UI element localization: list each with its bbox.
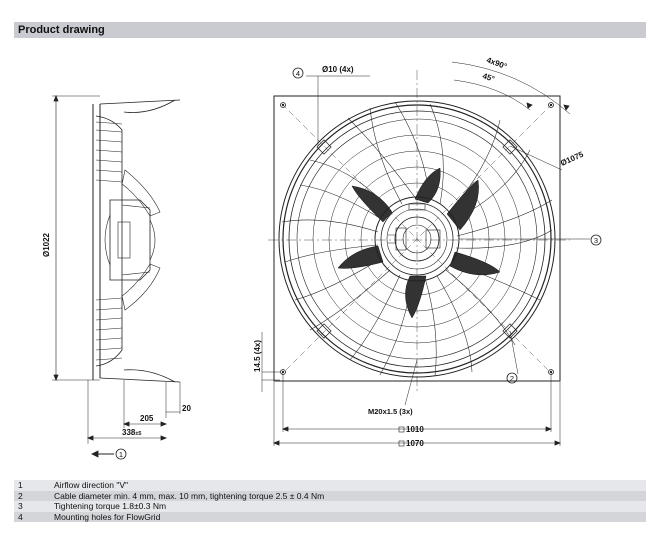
callout-1: 1 — [119, 450, 123, 459]
front-view — [261, 61, 590, 446]
legend-num: 4 — [18, 511, 23, 522]
side-view — [52, 94, 181, 458]
product-drawing: Ø1022 205 20 338±5 Ø10 (4x) 4x90° 45° Ø1… — [42, 55, 602, 460]
callout-2: 2 — [510, 374, 514, 383]
dim-diameter-1022: Ø1022 — [42, 232, 51, 257]
dim-338: 338±5 — [122, 428, 141, 437]
callout-4: 4 — [296, 69, 300, 78]
callout-2-circle — [506, 372, 518, 384]
dim-slots: 14.5 (4x) — [253, 340, 262, 372]
dim-20: 20 — [182, 404, 191, 413]
legend-num: 3 — [18, 501, 23, 511]
legend-num: 2 — [18, 490, 23, 501]
dim-angle-90: 4x90° — [485, 55, 508, 71]
callout-3-circle — [590, 234, 602, 246]
callout-1-circle — [115, 448, 127, 460]
dim-1010: 1010 — [406, 425, 424, 434]
legend-row: 4 Mounting holes for FlowGrid — [14, 511, 646, 522]
dim-angle-45: 45° — [481, 71, 495, 83]
legend-row: 2 Cable diameter min. 4 mm, max. 10 mm, … — [14, 490, 646, 501]
section-title: Product drawing — [18, 24, 105, 36]
section-header: Product drawing — [14, 22, 646, 38]
legend-text: Cable diameter min. 4 mm, max. 10 mm, ti… — [54, 490, 325, 501]
legend-text: Mounting holes for FlowGrid — [54, 511, 161, 522]
dim-cable-gland: M20x1.5 (3x) — [368, 407, 413, 416]
callout-4-circle — [292, 67, 304, 79]
dim-205: 205 — [140, 414, 154, 423]
legend-row: 3 Tightening torque 1.8±0.3 Nm — [14, 501, 646, 512]
dim-1070: 1070 — [406, 439, 424, 448]
legend-row: 1 Airflow direction "V" — [14, 480, 646, 491]
legend-text: Airflow direction "V" — [54, 480, 129, 490]
callout-3: 3 — [594, 236, 598, 245]
legend-text: Tightening torque 1.8±0.3 Nm — [54, 501, 167, 511]
legend-table: 1 Airflow direction "V" 2 Cable diameter… — [14, 480, 646, 522]
legend-num: 1 — [18, 480, 23, 490]
dim-holes: Ø10 (4x) — [322, 65, 354, 74]
dim-diameter-1075: Ø1075 — [559, 150, 585, 168]
